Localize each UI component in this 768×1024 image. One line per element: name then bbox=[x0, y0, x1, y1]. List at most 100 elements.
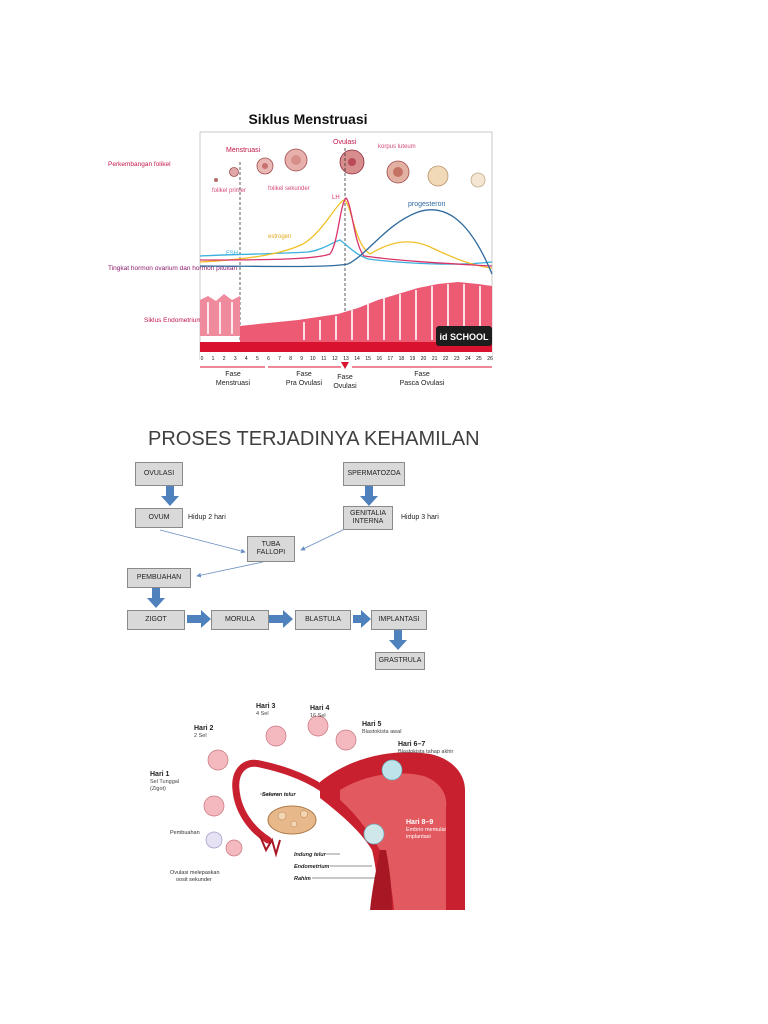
pregnancy-process-flowchart: PROSES TERJADINYA KEHAMILAN OVULASI SPER… bbox=[125, 428, 480, 673]
day-tick-label: 22 bbox=[443, 356, 449, 362]
stage-title: Hari 2 bbox=[194, 725, 214, 732]
stage-subtitle: 16 Sel bbox=[310, 713, 326, 719]
day-tick-label: 21 bbox=[432, 356, 438, 362]
day-tick-label: 24 bbox=[465, 356, 471, 362]
day-tick-label: 8 bbox=[289, 356, 292, 362]
node-ovum: OVUM bbox=[135, 508, 183, 528]
label-progesteron: progesteron bbox=[408, 201, 445, 208]
label-pembuahan: Pembuahan bbox=[170, 830, 200, 836]
label-korpus-luteum: korpus luteum bbox=[378, 144, 416, 150]
day-tick-label: 18 bbox=[399, 356, 405, 362]
phase-pascaovulasi-line2: Pasca Ovulasi bbox=[400, 380, 445, 387]
note-genitalia: Hidup 3 hari bbox=[401, 514, 439, 521]
phase-menstruasi-line2: Menstruasi bbox=[216, 380, 251, 387]
node-blastula: BLASTULA bbox=[295, 610, 351, 630]
hormone-curves bbox=[199, 197, 493, 275]
day-tick-label: 2 bbox=[223, 356, 226, 362]
fertilization-cell bbox=[205, 831, 223, 849]
day-axis-bar bbox=[200, 352, 492, 362]
line-tuba-pembuahan bbox=[196, 561, 264, 578]
stage-subtitle: Embrio memulai bbox=[406, 827, 446, 833]
day-tick-label: 23 bbox=[454, 356, 460, 362]
arrow-blastula-implantasi bbox=[353, 610, 371, 628]
node-zigot: ZIGOT bbox=[127, 610, 185, 630]
day-tick-label: 7 bbox=[278, 356, 281, 362]
stage-subtitle: (Zigot) bbox=[150, 786, 166, 792]
label-menstruasi: Menstruasi bbox=[226, 147, 261, 154]
node-grastrula: GRASTRULA bbox=[375, 652, 425, 670]
label-folikel-sekunder: folikel sekunder bbox=[268, 186, 310, 192]
label-ovulasi: Ovulasi bbox=[333, 139, 357, 146]
estrogen-curve bbox=[199, 199, 493, 269]
progesteron-curve bbox=[199, 209, 493, 275]
lh-curve bbox=[199, 197, 493, 267]
day-tick-label: 13 bbox=[343, 356, 349, 362]
label-folikel-primer: folikel primer bbox=[212, 188, 246, 194]
label-follicle-development: Perkembangan folikel bbox=[108, 161, 171, 168]
endometrium-layer bbox=[200, 282, 492, 352]
stage-title: Hari 6–7 bbox=[398, 741, 425, 748]
phase-ovulasi-line2: Ovulasi bbox=[333, 383, 357, 390]
day-tick-label: 6 bbox=[267, 356, 270, 362]
follicle-images bbox=[214, 148, 486, 188]
node-tuba-line1: TUBA bbox=[261, 541, 281, 548]
node-genitalia-line2: INTERNA bbox=[352, 518, 384, 525]
flowchart-connectors bbox=[147, 486, 407, 650]
note-ovum: Hidup 2 hari bbox=[188, 514, 226, 521]
day-tick-label: 17 bbox=[388, 356, 394, 362]
arrow-morula-blastula bbox=[269, 610, 293, 628]
fallopian-tube bbox=[232, 759, 326, 844]
arrow-implantasi-grastrula bbox=[389, 630, 407, 650]
label-fsh: FSH bbox=[226, 251, 238, 257]
node-morula: MORULA bbox=[211, 610, 269, 630]
label-ovulasi-line1: Ovulasi melepaskan bbox=[170, 870, 220, 876]
day-tick-label: 19 bbox=[410, 356, 416, 362]
day-tick-label: 0 bbox=[201, 356, 204, 362]
day-tick-label: 25 bbox=[476, 356, 482, 362]
line-genitalia-tuba bbox=[300, 527, 348, 551]
fsh-curve bbox=[199, 239, 493, 265]
ovary bbox=[267, 805, 317, 835]
label-endometrium: Endometrium bbox=[294, 864, 330, 870]
idschool-logo: id SCHOOL bbox=[436, 326, 492, 346]
fimbriae bbox=[259, 835, 281, 858]
label-ovulasi-line2: oosit sekunder bbox=[176, 877, 212, 883]
day-tick-label: 9 bbox=[300, 356, 303, 362]
day-tick-label: 11 bbox=[321, 356, 326, 362]
cycle-title: Siklus Menstruasi bbox=[248, 111, 367, 127]
node-spermatozoa: SPERMATOZOA bbox=[343, 462, 405, 486]
day-tick-label: 5 bbox=[256, 356, 259, 362]
arrow-pembuahan-zigot bbox=[147, 588, 165, 608]
phase-menstruasi-line1: Fase bbox=[225, 371, 241, 378]
stage-title: Hari 5 bbox=[362, 721, 382, 728]
day-tick-label: 4 bbox=[245, 356, 248, 362]
node-implantasi: IMPLANTASI bbox=[371, 610, 427, 630]
day-tick-label: 12 bbox=[332, 356, 338, 362]
uterus bbox=[320, 752, 465, 910]
arrow-zigot-morula bbox=[187, 610, 211, 628]
phase-praovulasi-line2: Pra Ovulasi bbox=[286, 380, 323, 387]
process-title: PROSES TERJADINYA KEHAMILAN bbox=[148, 428, 480, 450]
label-endometrium-cycle: Siklus Endometrium bbox=[144, 317, 202, 324]
svg-text:id SCHOOL: id SCHOOL bbox=[440, 332, 490, 342]
label-estrogen: estrogen bbox=[268, 234, 291, 240]
stage-title: Hari 1 bbox=[150, 771, 170, 778]
stage-title: Hari 3 bbox=[256, 703, 276, 710]
node-tuba-line2: FALLOPI bbox=[256, 549, 286, 556]
stage-subtitle: implantasi bbox=[406, 834, 431, 840]
stage-subtitle: Blastokista tahap akhir bbox=[398, 749, 454, 755]
node-genitalia-line1: GENITALIA bbox=[349, 510, 387, 517]
phase-ovulasi-line1: Fase bbox=[337, 374, 353, 381]
day-tick-label: 14 bbox=[354, 356, 360, 362]
stage-subtitle: 2 Sel bbox=[194, 733, 207, 739]
arrow-sperma-genitalia bbox=[360, 486, 378, 506]
day-tick-label: 20 bbox=[421, 356, 427, 362]
stage-title: Hari 8–9 bbox=[406, 819, 433, 826]
day-tick-label: 1 bbox=[212, 356, 215, 362]
label-hormone-level: Tingkat hormon ovarium dan hormon pituit… bbox=[108, 265, 237, 272]
stage-subtitle: Blastokista awal bbox=[362, 729, 401, 735]
phase-praovulasi-line1: Fase bbox=[296, 371, 312, 378]
